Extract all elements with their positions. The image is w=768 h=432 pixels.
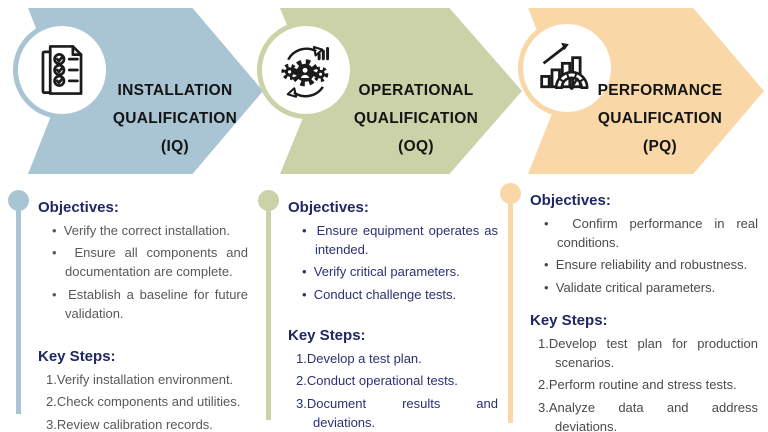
checklist-document-icon — [41, 45, 83, 95]
objective-item: Ensure all components and documentation … — [52, 244, 248, 282]
key-step-item: Develop test plan for production scenari… — [548, 335, 758, 370]
stage-title-line: (IQ) — [161, 138, 189, 155]
key-steps-list: Verify installation environment. Check c… — [38, 371, 248, 432]
objectives-list: Ensure equipment operates as intended. V… — [288, 222, 498, 305]
timeline-line — [508, 201, 513, 423]
objectives-list: Confirm performance in real conditions. … — [530, 215, 758, 298]
objectives-list: Verify the correct installation. Ensure … — [38, 222, 248, 324]
timeline-line — [16, 208, 21, 414]
stage-title-line: QUALIFICATION — [112, 110, 238, 127]
key-step-item: Check components and utilities. — [56, 394, 241, 410]
stage-title-line: QUALIFICATION — [597, 110, 723, 127]
stage-title-line: PERFORMANCE — [597, 82, 723, 99]
key-step-item: Develop a test plan. — [306, 350, 422, 366]
stage-title-oq: OPERATIONAL QUALIFICATION (OQ) — [336, 77, 496, 161]
gears-process-icon — [281, 46, 330, 98]
stage-details-oq: Objectives: Ensure equipment operates as… — [258, 190, 498, 432]
objective-item: Conduct challenge tests. — [302, 286, 498, 305]
objectives-heading: Objectives: — [38, 199, 119, 216]
timeline-dot — [258, 190, 279, 211]
stage-title-line: (PQ) — [643, 138, 677, 155]
stage-title-iq: INSTALLATION QUALIFICATION (IQ) — [100, 77, 250, 161]
objective-item: Confirm performance in real conditions. — [544, 215, 758, 253]
key-steps-heading: Key Steps: — [530, 311, 608, 329]
key-step-item: Conduct operational tests. — [306, 373, 458, 389]
key-steps-heading: Key Steps: — [288, 326, 366, 344]
timeline-dot — [500, 183, 521, 204]
objective-item: Verify critical parameters. — [302, 263, 498, 282]
stage-title-line: QUALIFICATION — [353, 110, 479, 127]
stage-icon-circle-iq — [13, 21, 111, 119]
timeline-dot — [8, 190, 29, 211]
key-step-item: Perform routine and stress tests. — [548, 377, 737, 393]
key-step-item: Review calibration records. — [56, 416, 213, 432]
stage-title-line: (OQ) — [398, 138, 434, 155]
objectives-heading: Objectives: — [530, 192, 611, 209]
key-step-item: Document results and deviations. — [306, 395, 498, 430]
stage-title-line: OPERATIONAL — [358, 82, 474, 99]
key-steps-list: Develop a test plan. Conduct operational… — [288, 350, 498, 432]
objective-item: Validate critical parameters. — [544, 279, 758, 298]
objectives-heading: Objectives: — [288, 199, 369, 216]
objective-item: Establish a baseline for future validati… — [52, 286, 248, 324]
key-steps-heading: Key Steps: — [38, 347, 116, 365]
stage-details-pq: Objectives: Confirm performance in real … — [500, 183, 758, 432]
stage-details-iq: Objectives: Verify the correct installat… — [8, 190, 248, 432]
performance-gauge-icon — [540, 42, 589, 90]
objective-item: Ensure equipment operates as intended. — [302, 222, 498, 260]
objective-item: Verify the correct installation. — [52, 222, 248, 241]
stage-title-line: INSTALLATION — [117, 82, 233, 99]
stage-icon-circle-pq — [518, 19, 616, 117]
key-step-item: Verify installation environment. — [56, 371, 234, 387]
stage-icon-circle-oq — [257, 21, 355, 119]
objective-item: Ensure reliability and robustness. — [544, 256, 758, 275]
stage-title-pq: PERFORMANCE QUALIFICATION (PQ) — [580, 77, 740, 161]
key-steps-list: Develop test plan for production scenari… — [530, 335, 758, 432]
key-step-item: Analyze data and address deviations. — [548, 399, 758, 432]
timeline-line — [266, 208, 271, 420]
